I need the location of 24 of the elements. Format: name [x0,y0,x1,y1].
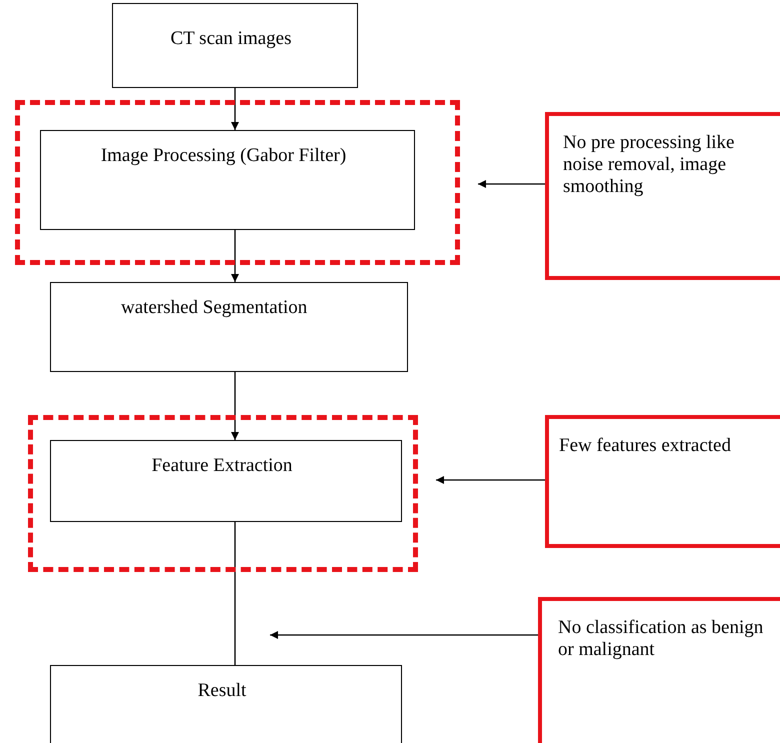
box-text: No pre processing like noise removal, image smoothing [563,132,736,198]
note-box [545,415,780,548]
process-box [50,440,402,522]
dashed-group-box [15,100,460,265]
arrow [478,180,545,188]
box-text: Result [198,680,246,702]
arrow [270,631,538,639]
process-box [50,282,408,372]
process-box [40,130,415,230]
box-text: No classification as benign or malignant [558,617,764,661]
arrow [231,230,239,282]
arrow [231,372,239,440]
note-box [545,112,780,280]
box-text: watershed Segmentation [121,297,308,319]
dashed-group-box [28,415,418,572]
process-box [50,665,402,743]
note-box [538,597,780,743]
arrow [436,476,545,484]
box-text: Few features extracted [559,435,731,457]
box-text: Image Processing (Gabor Filter) [100,145,346,167]
process-box [112,3,358,88]
arrow [231,88,239,130]
box-text: CT scan images [170,28,292,50]
box-text: Feature Extraction [152,455,292,477]
